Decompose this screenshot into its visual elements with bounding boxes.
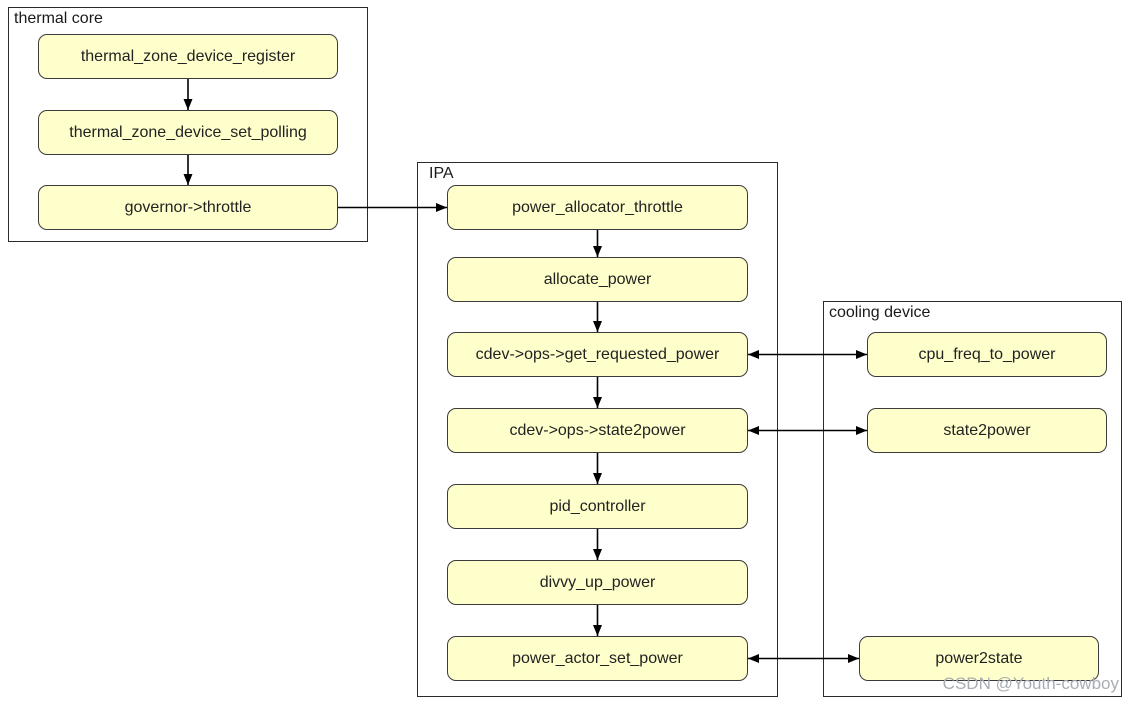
node-label: power2state (935, 649, 1023, 667)
node-state2power: state2power (867, 408, 1107, 453)
node-label: divvy_up_power (539, 573, 656, 591)
node-power-allocator-throttle: power_allocator_throttle (447, 185, 748, 230)
node-pid-controller: pid_controller (447, 484, 748, 529)
node-divvy-up-power: divvy_up_power (447, 560, 748, 605)
node-thermal-zone-device-register: thermal_zone_device_register (38, 34, 338, 79)
node-power2state: power2state (859, 636, 1099, 681)
node-label: governor->throttle (124, 198, 252, 216)
node-label: power_allocator_throttle (512, 198, 683, 216)
node-allocate-power: allocate_power (447, 257, 748, 302)
node-label: pid_controller (549, 497, 646, 515)
node-label: thermal_zone_device_register (80, 47, 296, 65)
node-power-actor-set-power: power_actor_set_power (447, 636, 748, 681)
node-label: power_actor_set_power (512, 649, 683, 667)
node-label: allocate_power (543, 270, 652, 288)
group-cooling-device-label: cooling device (829, 304, 931, 321)
node-cdev-ops-state2power: cdev->ops->state2power (447, 408, 748, 453)
group-ipa-label: IPA (429, 165, 454, 182)
node-label: cdev->ops->get_requested_power (475, 345, 720, 363)
node-label: cpu_freq_to_power (918, 345, 1056, 363)
node-cdev-ops-get-requested-power: cdev->ops->get_requested_power (447, 332, 748, 377)
node-label: cdev->ops->state2power (509, 421, 686, 439)
group-thermal-core-label: thermal core (14, 10, 103, 27)
watermark-text: CSDN @Youth-cowboy (942, 674, 1119, 693)
node-label: state2power (943, 421, 1031, 439)
node-label: thermal_zone_device_set_polling (69, 123, 307, 141)
node-thermal-zone-device-set-polling: thermal_zone_device_set_polling (38, 110, 338, 155)
node-governor-throttle: governor->throttle (38, 185, 338, 230)
node-cpu-freq-to-power: cpu_freq_to_power (867, 332, 1107, 377)
